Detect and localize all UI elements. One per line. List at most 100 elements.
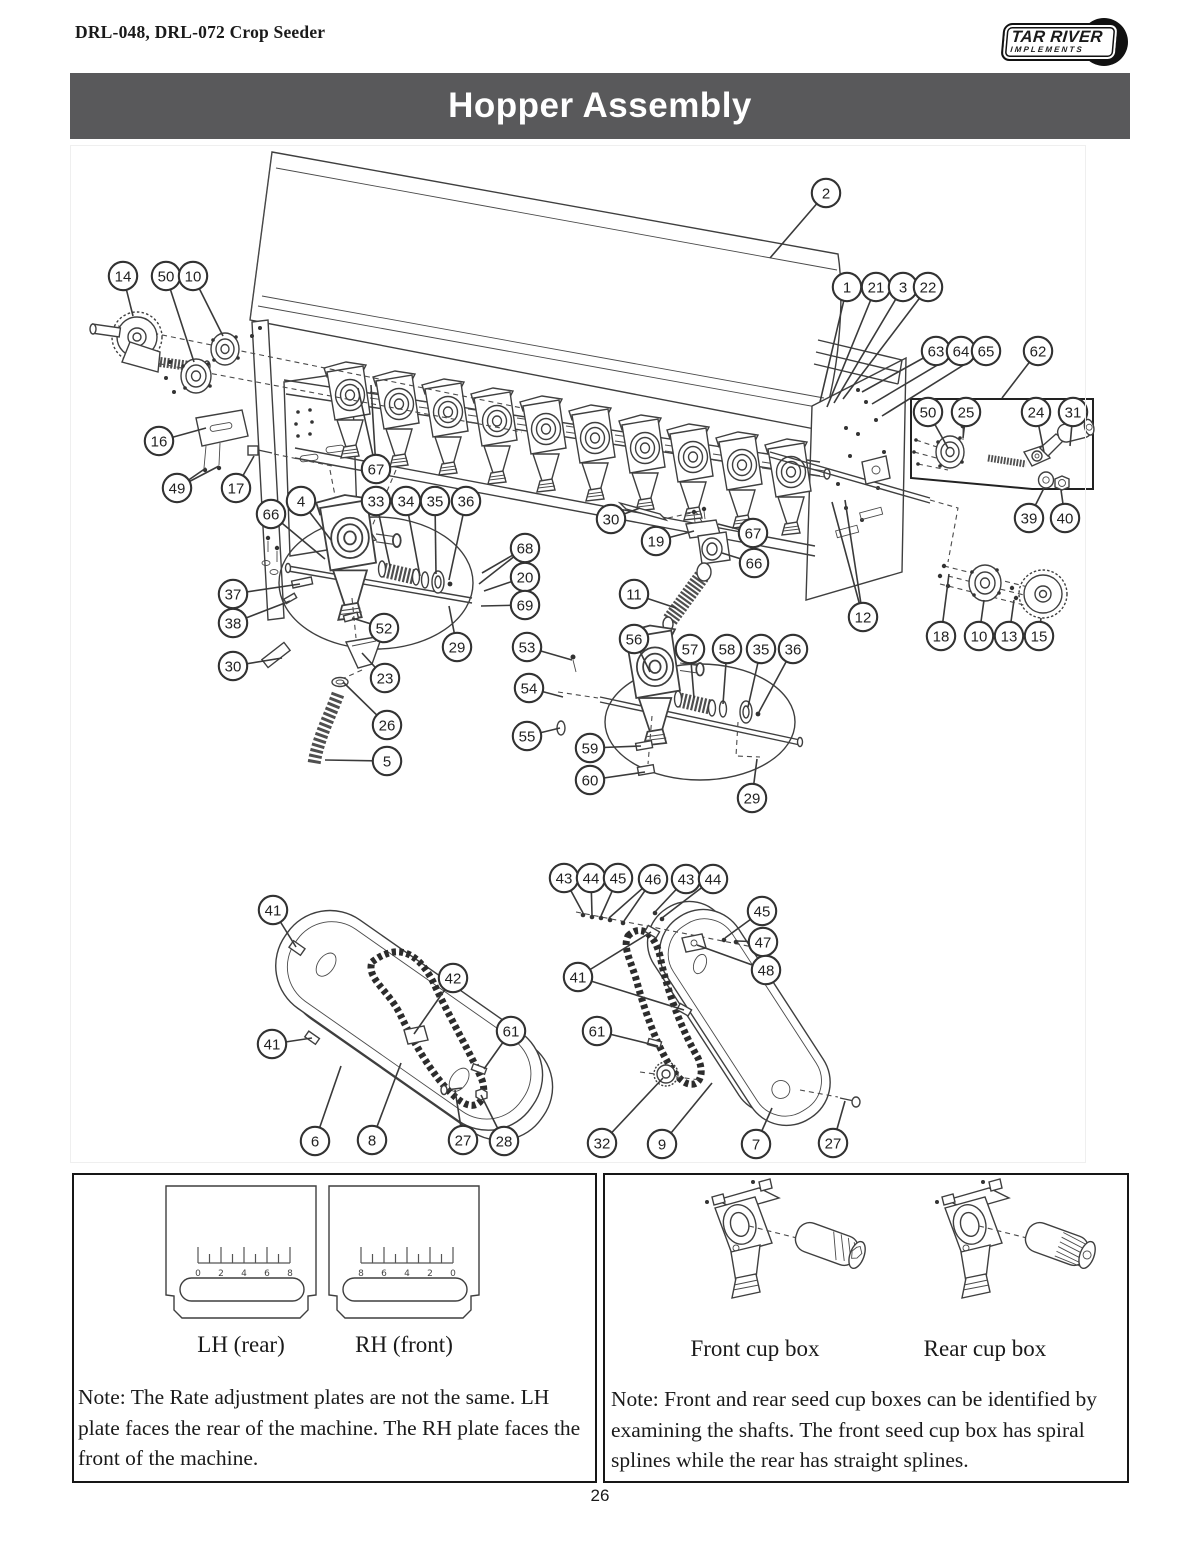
svg-text:28: 28 [496, 1133, 513, 1150]
callout-9: 9 [646, 1128, 678, 1160]
diagram-frame [70, 145, 1086, 1163]
svg-text:61: 61 [503, 1023, 520, 1040]
callout-59: 59 [574, 732, 606, 764]
svg-text:35: 35 [427, 493, 444, 510]
callout-61: 61 [495, 1015, 527, 1047]
mid-cup-assembly [260, 469, 474, 766]
brand-logo: TAR RIVER IMPLEMENTS [1000, 16, 1138, 68]
callout-50: 50 [912, 396, 944, 428]
logo-line1: TAR RIVER [1010, 28, 1104, 46]
callout-44: 44 [575, 862, 607, 894]
callout-26: 26 [371, 709, 403, 741]
callout-69: 69 [509, 589, 541, 621]
cupbox-diagrams [704, 1178, 1096, 1299]
svg-text:53: 53 [519, 639, 536, 656]
callout-33: 33 [360, 485, 392, 517]
callout-17: 17 [220, 472, 252, 504]
svg-text:25: 25 [958, 404, 975, 421]
callout-54: 54 [513, 672, 545, 704]
svg-text:10: 10 [185, 268, 202, 285]
scale-label: 2 [427, 1269, 433, 1279]
callout-43: 43 [670, 863, 702, 895]
svg-text:50: 50 [158, 268, 175, 285]
svg-text:3: 3 [899, 279, 907, 296]
callout-32: 32 [586, 1127, 618, 1159]
svg-text:24: 24 [1028, 404, 1045, 421]
caption-lh-rear: LH (rear) [197, 1332, 285, 1357]
callout-44: 44 [697, 863, 729, 895]
callout-18: 18 [925, 620, 957, 652]
right-drive-group [769, 398, 1095, 619]
svg-text:23: 23 [377, 670, 394, 687]
svg-text:10: 10 [971, 628, 988, 645]
svg-text:45: 45 [610, 870, 627, 887]
callout-28: 28 [488, 1125, 520, 1157]
chain-cover-right [575, 900, 861, 1127]
section-title: Hopper Assembly [448, 86, 752, 125]
svg-text:57: 57 [682, 641, 699, 658]
svg-text:27: 27 [455, 1132, 472, 1149]
callout-60: 60 [574, 764, 606, 796]
svg-text:13: 13 [1001, 628, 1018, 645]
svg-text:49: 49 [169, 480, 186, 497]
callout-48: 48 [750, 954, 782, 986]
callout-31: 31 [1057, 396, 1089, 428]
svg-text:34: 34 [398, 493, 415, 510]
callout-41: 41 [256, 1028, 288, 1060]
callout-5: 5 [371, 745, 403, 777]
svg-text:65: 65 [978, 343, 995, 360]
header-title: DRL-048, DRL-072 Crop Seeder [75, 22, 326, 42]
svg-text:47: 47 [755, 934, 772, 951]
callout-13: 13 [993, 620, 1025, 652]
flange-bearing-50 [164, 358, 212, 394]
flange-bearing-10 [210, 326, 262, 366]
svg-text:1: 1 [843, 279, 851, 296]
callout-36: 36 [450, 485, 482, 517]
caption-rh-front: RH (front) [355, 1332, 453, 1357]
callout-25: 25 [950, 396, 982, 428]
svg-text:22: 22 [920, 279, 937, 296]
svg-text:62: 62 [1030, 343, 1047, 360]
svg-text:37: 37 [225, 586, 242, 603]
bolt-17 [247, 445, 333, 467]
right-wall-panel [805, 356, 907, 601]
callout-27: 27 [447, 1124, 479, 1156]
callout-11: 11 [618, 578, 650, 610]
callout-68: 68 [509, 532, 541, 564]
svg-text:61: 61 [589, 1023, 606, 1040]
svg-text:30: 30 [603, 511, 620, 528]
callout-35: 35 [419, 485, 451, 517]
svg-text:52: 52 [376, 620, 393, 637]
callout-14: 14 [107, 260, 139, 292]
callout-40: 40 [1049, 502, 1081, 534]
rear-cup-box [934, 1178, 1096, 1299]
callout-29: 29 [441, 631, 473, 663]
callout-45: 45 [602, 862, 634, 894]
callout-52: 52 [368, 612, 400, 644]
cup-box-note-box [603, 1173, 1129, 1483]
bracket-16 [195, 409, 249, 473]
callout-20: 20 [509, 561, 541, 593]
svg-text:31: 31 [1065, 404, 1082, 421]
right-cup-assembly [556, 501, 804, 781]
front-cup-box [704, 1178, 866, 1299]
svg-text:43: 43 [678, 871, 695, 888]
svg-text:32: 32 [594, 1135, 611, 1152]
svg-text:41: 41 [570, 969, 587, 986]
svg-text:20: 20 [517, 569, 534, 586]
scale-label: 8 [287, 1269, 293, 1279]
svg-text:44: 44 [705, 871, 722, 888]
svg-text:30: 30 [225, 658, 242, 675]
callout-61: 61 [581, 1015, 613, 1047]
svg-text:36: 36 [458, 493, 475, 510]
svg-text:4: 4 [297, 493, 305, 510]
scale-label: 6 [381, 1269, 387, 1279]
svg-text:17: 17 [228, 480, 245, 497]
callout-56: 56 [618, 623, 650, 655]
svg-text:15: 15 [1031, 628, 1048, 645]
svg-text:12: 12 [855, 609, 872, 626]
svg-text:56: 56 [626, 631, 643, 648]
scale-label: 2 [218, 1269, 224, 1279]
svg-text:9: 9 [658, 1136, 666, 1153]
